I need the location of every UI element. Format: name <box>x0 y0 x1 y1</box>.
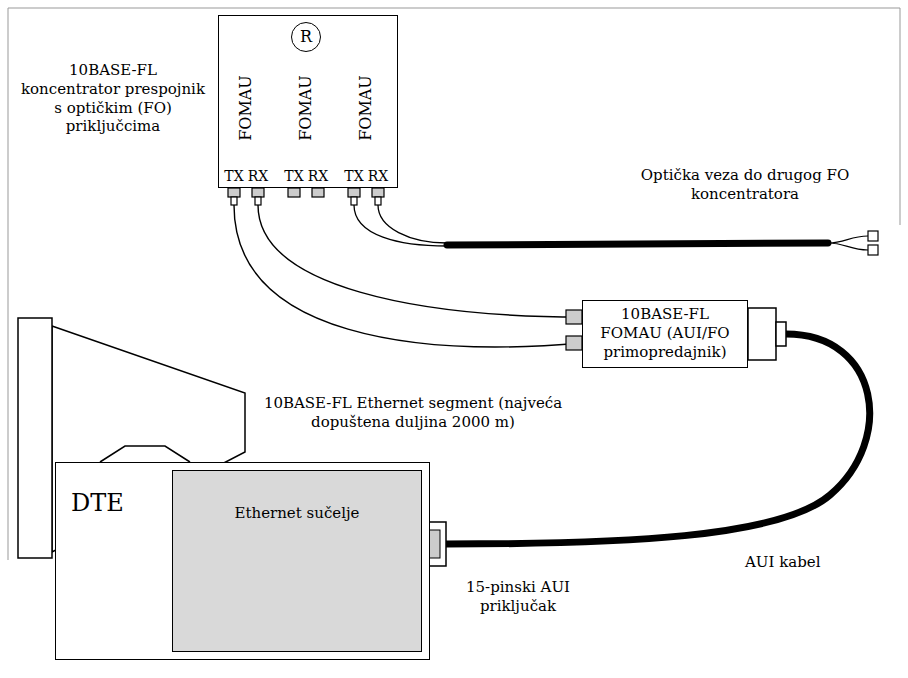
fo-plugs <box>231 197 381 205</box>
fo-port <box>566 310 582 324</box>
node-box: Ethernet sučelje <box>172 470 422 652</box>
fibre-pair <box>354 205 447 246</box>
fibre-split <box>828 236 868 250</box>
monitor-bezel <box>18 318 52 558</box>
node-text: FOMAU <box>236 75 256 141</box>
aui-connector <box>748 308 776 360</box>
fo-ports <box>228 188 384 197</box>
label-text: AUI kabel <box>745 553 820 572</box>
monitor-stand <box>100 446 190 462</box>
node-box: DTE Ethernet sučelje <box>55 462 430 660</box>
node-box: 10BASE-FL FOMAU (AUI/FO primopredajnik) <box>582 300 748 368</box>
label-text: RX <box>243 168 273 186</box>
label-text: RX <box>363 168 393 186</box>
label-text: 15-pinski AUI priključak <box>448 578 588 616</box>
label-text: TX <box>279 168 309 186</box>
fibre-end <box>868 231 878 241</box>
label-text: TX <box>339 168 369 186</box>
node-text: R <box>300 29 312 45</box>
node-text: Ethernet sučelje <box>172 504 422 523</box>
label-text: Optička veza do drugog FO koncentratora <box>600 166 890 204</box>
label-text: RX <box>303 168 333 186</box>
node-text: 10BASE-FL koncentrator prespojnik s opti… <box>18 61 208 136</box>
fibre-cable <box>234 188 582 347</box>
label-text: TX <box>219 168 249 186</box>
node-text: FOMAU <box>296 75 316 141</box>
fibre-cable <box>447 243 828 245</box>
hub-circle: R <box>291 22 321 52</box>
fibre-cable <box>258 188 582 317</box>
node-text: DTE <box>71 488 124 518</box>
fibre-end <box>868 245 878 255</box>
fo-port <box>566 336 582 350</box>
node-box: 10BASE-FL koncentrator prespojnik s opti… <box>218 15 398 188</box>
node-text: FOMAU <box>356 75 376 141</box>
aui-connector-neck <box>776 322 786 346</box>
node-text: 10BASE-FL FOMAU (AUI/FO primopredajnik) <box>592 305 738 361</box>
label-text: 10BASE-FL Ethernet segment (najveća dopu… <box>258 394 568 432</box>
